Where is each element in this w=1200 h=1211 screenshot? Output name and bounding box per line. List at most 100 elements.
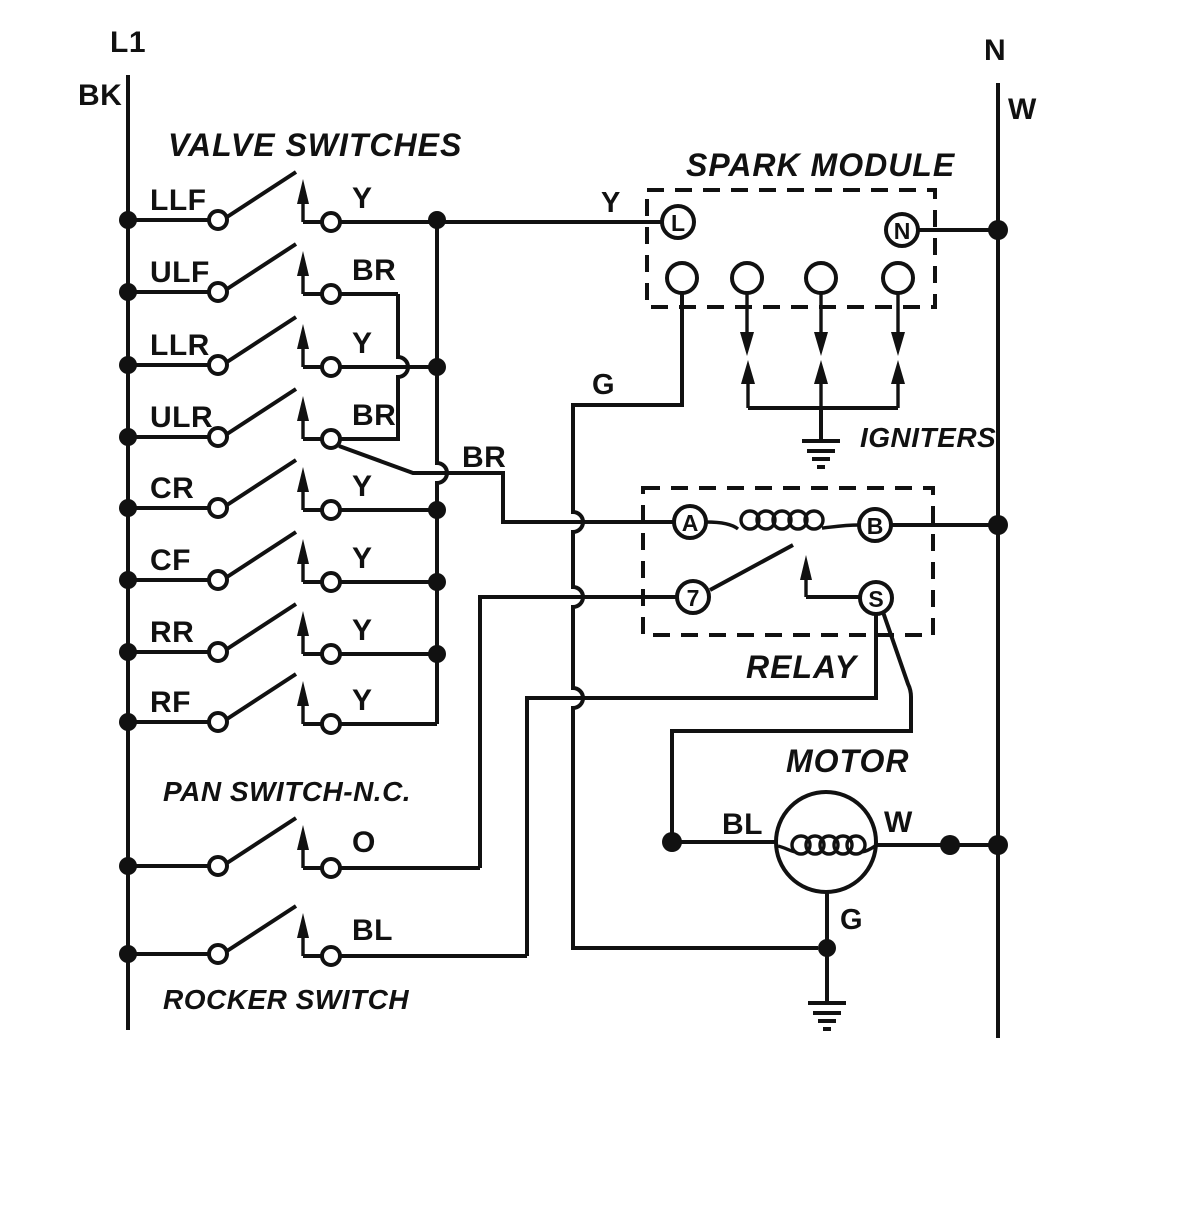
relay-box [641,486,935,637]
pan-switch-to-relay-wire [478,595,677,868]
spark-module-box [645,188,937,309]
switch-wire-color-label: Y [352,614,373,647]
relay-terminal-s [858,580,894,616]
earth-ground-icon [808,1001,846,1031]
valve-switch-row-cf: CF Y [119,530,437,593]
junction-dot [428,211,446,229]
motor-winding-icon [790,834,867,856]
switch-arrow-icon [297,825,309,850]
valve-switch-row-llf: LLF Y [119,170,437,233]
motor-coil-exit [861,844,876,854]
switch-blade [225,904,298,953]
igniters: IGNITERS [740,293,996,469]
switch-contact-left [207,426,229,448]
relay-title: RELAY [746,649,859,685]
junction-dot [428,645,446,663]
relay-terminal-b-letter: B [867,513,884,539]
switch-blade [225,816,298,865]
valve-switch-row-ulr: ULR BR [119,387,398,450]
switch-blade [225,602,298,651]
relay-switch-blade [709,543,794,592]
switch-contact-left [207,711,229,733]
switch-wire-color-label: Y [352,470,373,503]
coil-loop-4 [787,509,809,531]
spark-line-terminal-letter: L [671,210,685,236]
motor-title: MOTOR [786,743,910,779]
winding-loop-3 [818,834,840,856]
igniter-up-arrow-2 [814,360,828,384]
switch-wire-color-label: Y [352,182,373,215]
relay-coil-entry [705,520,740,531]
switch-contact-right [320,356,342,378]
relay-s-to-motor-wire [670,611,913,842]
junction-dot [428,358,446,376]
junction-dot [818,939,836,957]
switch-wire-color-label: Y [352,327,373,360]
switch-contact-left [207,855,229,877]
switch-wire-color-label: BR [352,254,396,287]
switch-name-label: LLF [150,184,206,217]
relay-terminal-7-letter: 7 [687,585,700,611]
switch-arrow-icon [297,324,309,349]
switch-wire-color-label: Y [352,684,373,717]
switch-contact-right [320,211,342,233]
motor-neutral-wire-color-label: W [884,806,913,839]
switch-contact-left [207,569,229,591]
rocker-switch-row: BL [119,904,527,967]
junction-dot [988,515,1008,535]
spark-output-terminal-4 [881,261,915,295]
switch-name-label: CR [150,472,194,505]
switch-blade [225,242,298,291]
switch-arrow-icon [297,467,309,492]
switch-name-label: RR [150,616,194,649]
junction-dot [662,832,682,852]
junction-dot [988,835,1008,855]
pan-switch-title: PAN SWITCH-N.C. [163,776,411,807]
switch-arrow-icon [297,913,309,938]
switch-contact-right [320,857,342,879]
coil-loop-2 [755,509,777,531]
switch-arrow-icon [297,681,309,706]
switch-blade [225,315,298,364]
spark-module-title: SPARK MODULE [686,147,956,183]
junction-dots [428,211,1008,957]
winding-loop-4 [832,834,854,856]
junction-dot [940,835,960,855]
switch-arrow-icon [297,251,309,276]
relay-coil-icon [739,509,825,531]
switch-name-label: ULR [150,401,213,434]
switch-contact-right [320,283,342,305]
rocker-switch-to-relay-s-wire [525,614,878,956]
rocker-switch-wire-color-label: BL [352,914,393,947]
switch-contact-right [320,499,342,521]
switch-contact-right [320,713,342,735]
switch-blade [225,530,298,579]
spark-gap-down-arrow-2 [814,332,828,356]
spark-output-terminal-3 [804,261,838,295]
spark-line-terminal [660,204,696,240]
switch-contact-left [207,497,229,519]
switch-contact-right [320,945,342,967]
switch-name-label: CF [150,544,191,577]
motor-ground-wire-label: G [840,904,863,936]
junction-dot [428,501,446,519]
switch-contact-right [320,643,342,665]
spark-neutral-terminal-letter: N [894,218,911,244]
igniter-up-arrow-3 [891,360,905,384]
valve-switch-row-llr: LLR Y [119,315,437,378]
switch-name-label: ULF [150,256,210,289]
junction-dot [988,220,1008,240]
igniter-up-arrow-1 [741,360,755,384]
switch-wire-color-label: Y [352,542,373,575]
switch-arrow-icon [297,179,309,204]
motor-feed-wire-color-label: BL [722,808,763,841]
switch-blade [225,672,298,721]
spark-gap-down-arrow-3 [891,332,905,356]
white-wire-label: W [1008,93,1037,126]
winding-loop-1 [790,834,812,856]
coil-loop-3 [771,509,793,531]
switch-blade [225,170,298,219]
relay: RELAY A B 7 S [641,486,998,685]
